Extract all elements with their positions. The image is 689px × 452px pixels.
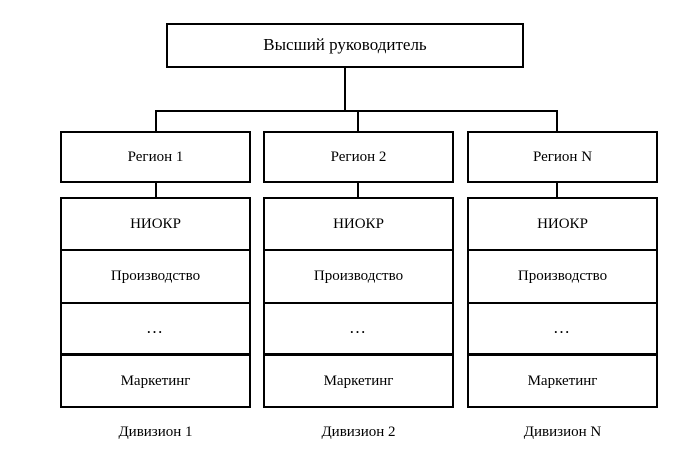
- function-box-2-0: НИОКР: [263, 197, 454, 251]
- function-label-2-2: …: [349, 318, 368, 338]
- region-box-3: Регион N: [467, 131, 658, 183]
- region-label-3: Регион N: [532, 148, 593, 165]
- division-caption-3: Дивизион N: [523, 424, 602, 440]
- function-label-1-0: НИОКР: [130, 215, 181, 232]
- division-caption-2: Дивизион 2: [321, 424, 396, 440]
- function-box-2-2: …: [263, 303, 454, 355]
- function-box-3-1: Производство: [467, 250, 658, 304]
- region-box-1: Регион 1: [60, 131, 251, 183]
- region-label-1: Регион 1: [127, 148, 184, 165]
- function-label-2-1: Производство: [313, 268, 404, 285]
- function-box-1-1: Производство: [60, 250, 251, 304]
- connector-drop-region-3: [556, 110, 558, 132]
- function-label-2-0: НИОКР: [333, 215, 384, 232]
- function-label-1-2: …: [146, 318, 165, 338]
- region-box-2: Регион 2: [263, 131, 454, 183]
- region-label-2: Регион 2: [330, 148, 387, 165]
- connector-horizontal-bus: [155, 110, 558, 112]
- top-executive-label: Высший руководитель: [263, 35, 427, 55]
- connector-region-1-to-functions: [155, 183, 157, 197]
- connector-drop-region-2: [357, 110, 359, 132]
- function-label-2-3: Маркетинг: [323, 372, 394, 389]
- function-box-1-0: НИОКР: [60, 197, 251, 251]
- connector-region-2-to-functions: [357, 183, 359, 197]
- division-caption-1: Дивизион 1: [118, 424, 193, 440]
- top-executive-box: Высший руководитель: [166, 23, 524, 68]
- function-label-3-3: Маркетинг: [527, 372, 598, 389]
- function-label-3-1: Производство: [517, 268, 608, 285]
- function-label-3-0: НИОКР: [537, 215, 588, 232]
- function-box-1-2: …: [60, 303, 251, 355]
- function-box-2-3: Маркетинг: [263, 354, 454, 408]
- function-box-1-3: Маркетинг: [60, 354, 251, 408]
- function-label-3-2: …: [553, 318, 572, 338]
- function-box-3-2: …: [467, 303, 658, 355]
- function-box-3-3: Маркетинг: [467, 354, 658, 408]
- function-label-1-3: Маркетинг: [120, 372, 191, 389]
- connector-drop-region-1: [155, 110, 157, 132]
- connector-top-vertical: [344, 68, 346, 111]
- function-label-1-1: Производство: [110, 268, 201, 285]
- function-box-3-0: НИОКР: [467, 197, 658, 251]
- connector-region-3-to-functions: [556, 183, 558, 197]
- function-box-2-1: Производство: [263, 250, 454, 304]
